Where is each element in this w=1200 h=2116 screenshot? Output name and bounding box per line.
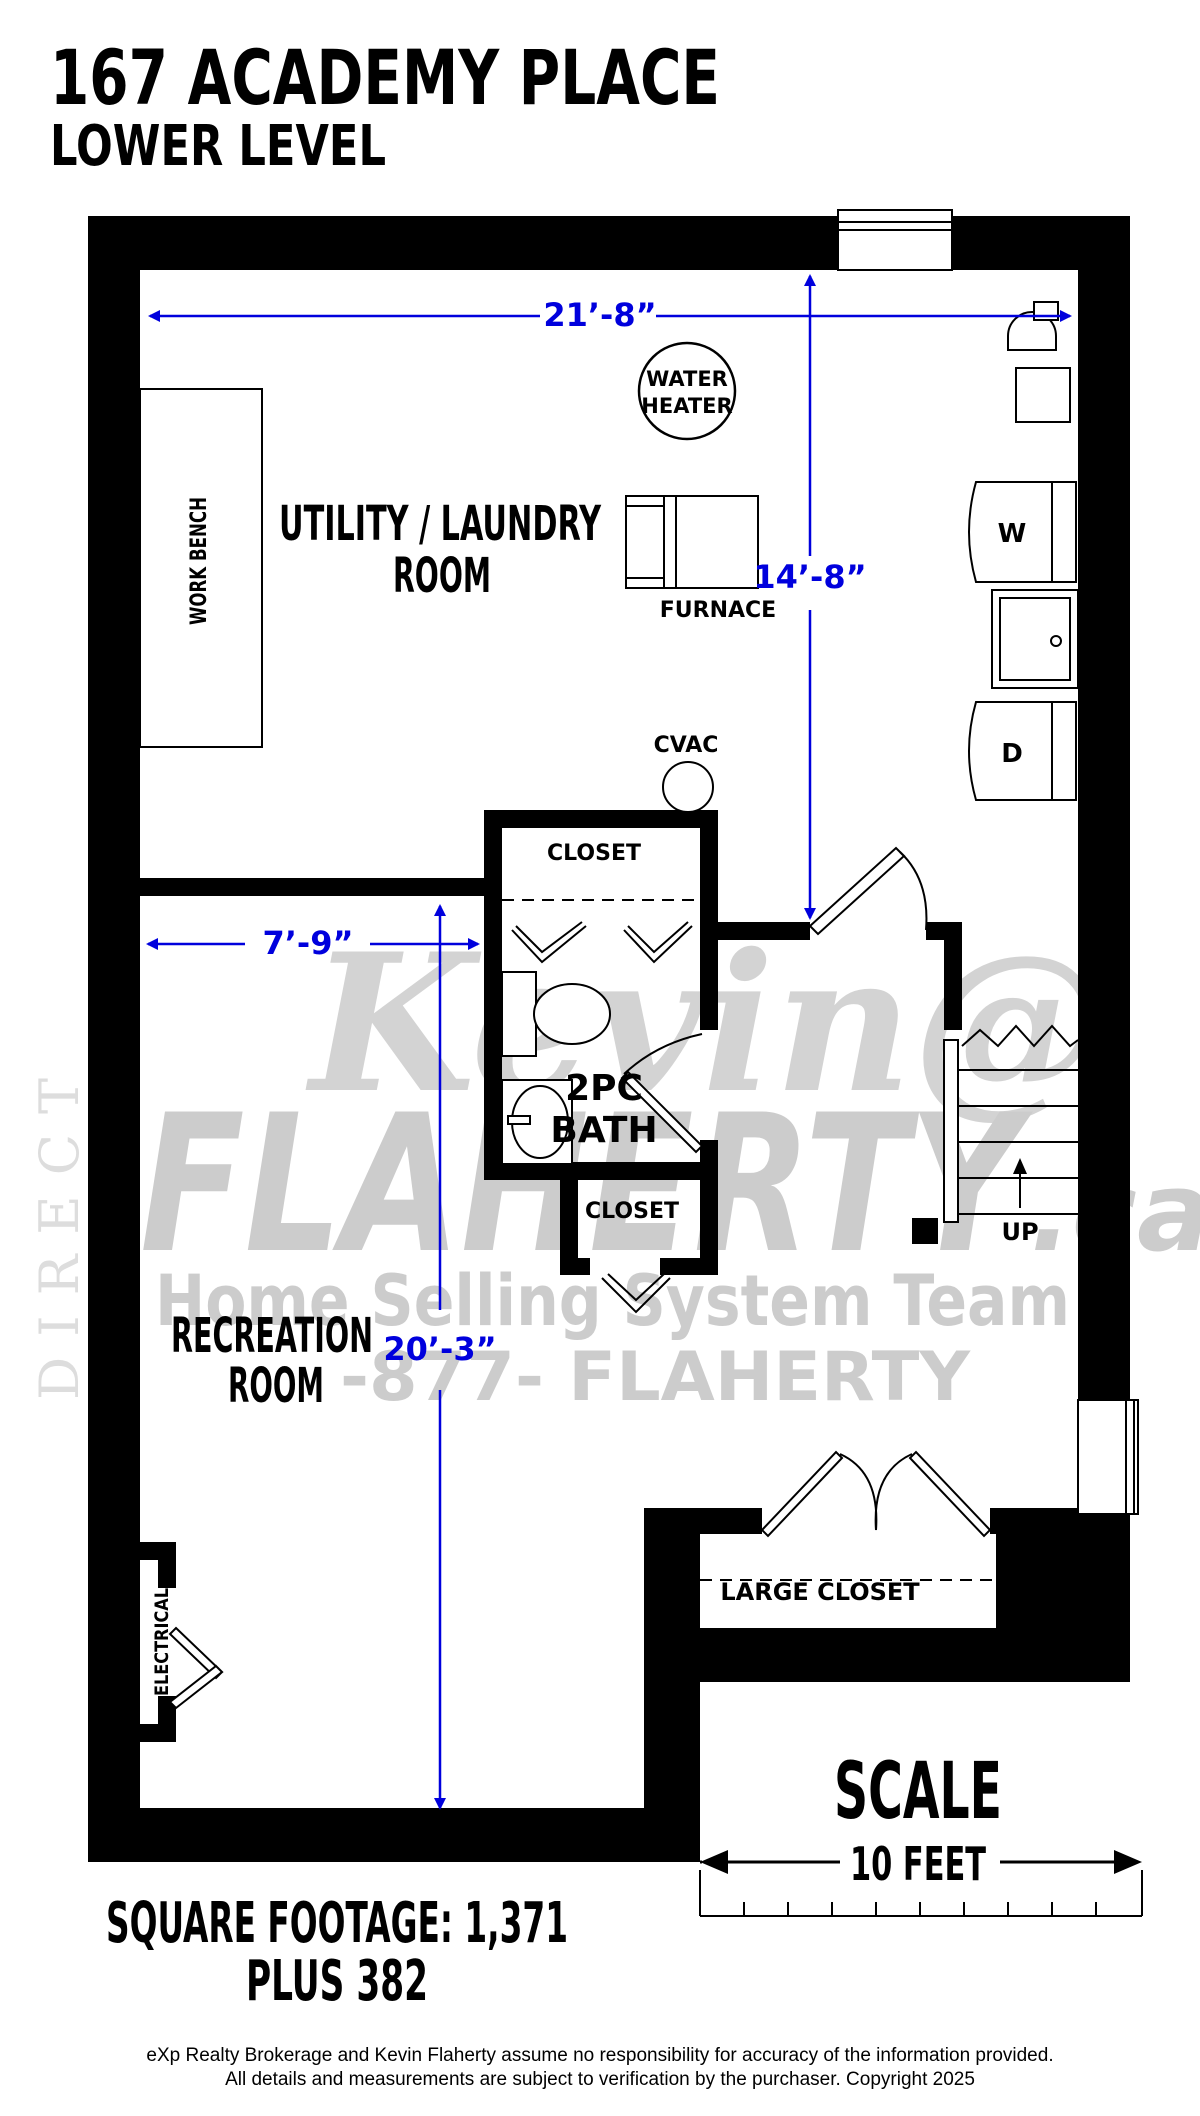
square-footage-plus: PLUS 382 (246, 1949, 428, 2014)
room-bath-label-1: 2PC (565, 1068, 643, 1109)
room-utility-label-2: ROOM (393, 548, 491, 604)
toilet (501, 971, 611, 1057)
room-closet-lower-label: CLOSET (585, 1199, 679, 1224)
laundry-sink (991, 589, 1079, 689)
square-footage: SQUARE FOOTAGE: 1,371 (106, 1891, 568, 1956)
scale-label: SCALE (834, 1747, 1002, 1837)
washer: W (968, 481, 1077, 583)
room-utility-label-1: UTILITY / LAUNDRY (279, 496, 602, 552)
watermark-tagline: Home Selling System Team (155, 1260, 1070, 1342)
water-heater-label-1: WATER (646, 367, 728, 391)
doors (168, 846, 1078, 1710)
room-recreation-label-2: ROOM (228, 1358, 324, 1414)
page-title: 167 ACADEMY PLACE (50, 33, 720, 122)
stairs-up-label: UP (1001, 1218, 1038, 1246)
furnace-label: FURNACE (660, 598, 776, 623)
room-large-closet-label: LARGE CLOSET (720, 1578, 920, 1606)
room-bath-label-2: BATH (550, 1110, 657, 1151)
dim-recreation-depth: 20’-3” (383, 1330, 496, 1368)
watermark-phone: -877- FLAHERTY (340, 1338, 971, 1417)
disclaimer-line-1: eXp Realty Brokerage and Kevin Flaherty … (146, 2045, 1054, 2066)
walls (88, 216, 1130, 1862)
window-right (1077, 1399, 1139, 1515)
dimension-lines (146, 274, 1072, 1810)
disclaimer-line-2: All details and measurements are subject… (225, 2069, 975, 2090)
dryer-label: D (1001, 739, 1023, 769)
page-subtitle: LOWER LEVEL (50, 114, 386, 179)
water-heater-label-2: HEATER (641, 394, 732, 418)
watermark-side-text: DIRECT (28, 1058, 91, 1400)
electrical-label: ELECTRICAL (151, 1588, 173, 1696)
utility-sink-fixtures (1007, 301, 1071, 423)
water-heater: WATER HEATER (637, 341, 737, 441)
cvac-label: CVAC (654, 733, 719, 758)
work-bench-label: WORK BENCH (187, 497, 212, 625)
dim-utility-width: 21’-8” (543, 296, 656, 334)
cvac: CVAC (654, 733, 719, 813)
bath-sink (501, 1079, 573, 1165)
scale-length-label: 10 FEET (850, 1837, 986, 1891)
furnace (625, 495, 759, 589)
scale-bar: SCALE 10 FEET (699, 1747, 1143, 1917)
dim-utility-depth: 14’-8” (753, 558, 866, 596)
stairs (943, 1024, 1079, 1223)
work-bench: WORK BENCH (139, 388, 263, 748)
room-closet-upper-label: CLOSET (547, 841, 641, 866)
window-top (837, 209, 953, 271)
dryer: D (968, 701, 1077, 801)
washer-label: W (998, 519, 1027, 549)
dim-recreation-width: 7’-9” (263, 924, 354, 962)
room-recreation-label-1: RECREATION (171, 1308, 373, 1364)
